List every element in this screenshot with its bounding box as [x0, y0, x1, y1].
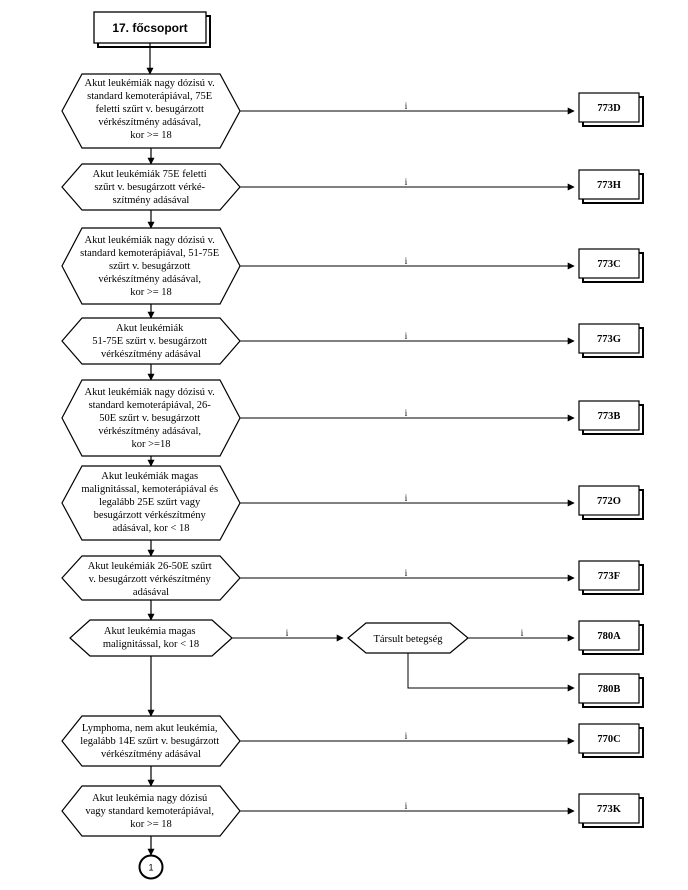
yes-label: i [405, 731, 408, 741]
decision-node: Akut leukémiák 51-75E szűrt v. besugárzo… [61, 317, 241, 365]
yes-label: i [405, 568, 408, 578]
decision-line: Akut leukémiák nagy dózisú v. [85, 78, 215, 89]
decision-text: Akut leukémiák 75E feletti szűrt v. besu… [93, 169, 210, 206]
yes-label: i [286, 628, 289, 638]
decision-node: Akut leukémia magas malignitással, kor <… [69, 619, 233, 657]
decision-text: Akut leukémia nagy dózisú vagy standard … [85, 793, 216, 830]
decision-text: Akut leukémiák nagy dózisú v. standard k… [85, 387, 218, 450]
decision-line: Akut leukémiák [116, 323, 184, 334]
result-code: 773H [597, 180, 621, 191]
decision-line: malignitással, kor < 18 [103, 639, 199, 650]
decision-node: Akut leukémiák 75E feletti szűrt v. besu… [61, 163, 241, 211]
result-code: 773C [597, 259, 620, 270]
decision-node: Akut leukémia nagy dózisú vagy standard … [61, 785, 241, 837]
decision-node: Lymphoma, nem akut leukémia, legalább 14… [61, 715, 241, 767]
decision-line: kor >=18 [132, 439, 171, 450]
title-text: 17. főcsoport [112, 21, 187, 35]
decision-line: vérkészítmény adásával [101, 749, 201, 760]
decision-node: Akut leukémiák 26-50E szűrt v. besugárzo… [61, 555, 241, 601]
decision-line: vérkészítmény adásával, [98, 426, 201, 437]
result-code: 773F [598, 571, 620, 582]
yes-label: i [405, 408, 408, 418]
decision-line: Akut leukémiák magas [101, 471, 198, 482]
result-box: 773H [578, 169, 644, 204]
decision-text: Akut leukémiák 26-50E szűrt v. besugárzo… [88, 561, 215, 598]
decision-line: Akut leukémiák 75E feletti [93, 169, 207, 180]
decision-text: Akut leukémiák nagy dózisú v. standard k… [80, 235, 222, 298]
result-box: 773D [578, 92, 644, 127]
decision-line: standard kemoterápiával, 51-75E [80, 248, 219, 259]
decision-line: adásával [133, 587, 169, 598]
decision-line: vérkészítmény adásával, [98, 274, 201, 285]
decision-line: legalább 25E szűrt vagy [99, 497, 201, 508]
decision-line: Akut leukémiák nagy dózisú v. [85, 387, 215, 398]
page-connector: 1 [138, 854, 164, 880]
decision-line: szűrt v. besugárzott [109, 261, 190, 272]
result-box: 780A [578, 620, 644, 655]
result-box: 772O [578, 485, 644, 520]
decision-line: adásával, kor < 18 [112, 523, 189, 534]
decision-line: standard kemoterápiával, 26- [89, 400, 212, 411]
yes-label: i [405, 801, 408, 811]
decision-line: 50E szűrt v. besugárzott [99, 413, 200, 424]
title-box: 17. főcsoport [93, 11, 211, 48]
result-box: 773C [578, 248, 644, 283]
decision-text: Akut leukémiák nagy dózisú v. standard k… [85, 78, 218, 141]
decision-line: kor >= 18 [130, 819, 172, 830]
yes-label: i [405, 331, 408, 341]
decision-text: Akut leukémia magas malignitással, kor <… [103, 626, 199, 650]
decision-line: vérkészítmény adásával, [98, 117, 201, 128]
decision-line: 51-75E szűrt v. besugárzott [92, 336, 207, 347]
decision-text: Lymphoma, nem akut leukémia, legalább 14… [80, 723, 222, 760]
result-box: 773K [578, 793, 644, 828]
decision-line: besugárzott vérkészítmény [94, 510, 207, 521]
decision-text: Akut leukémiák magas malignitással, kemo… [81, 471, 220, 534]
sub-decision-text: Társult betegség [373, 634, 443, 645]
result-box: 770C [578, 723, 644, 758]
result-code: 773D [597, 103, 621, 114]
decision-line: Lymphoma, nem akut leukémia, [82, 723, 218, 734]
decision-node: Akut leukémiák magas malignitással, kemo… [61, 465, 241, 541]
yes-label: i [521, 628, 524, 638]
decision-line: vagy standard kemoterápiával, [85, 806, 214, 817]
yes-label: i [405, 493, 408, 503]
decision-line: feletti szűrt v. besugárzott [96, 104, 204, 115]
result-box: 780B [578, 673, 644, 708]
decision-text: Akut leukémiák 51-75E szűrt v. besugárzo… [92, 323, 209, 360]
decision-line: malignitással, kemoterápiával és [81, 484, 218, 495]
decision-node: Akut leukémiák nagy dózisú v. standard k… [61, 73, 241, 149]
yes-label: i [405, 177, 408, 187]
decision-line: szűrt v. besugárzott vérké- [94, 182, 205, 193]
decision-line: Akut leukémia magas [104, 626, 196, 637]
yes-label: i [405, 256, 408, 266]
decision-line: standard kemoterápiával, 75E [87, 91, 212, 102]
decision-line: kor >= 18 [130, 287, 172, 298]
decision-line: Akut leukémiák 26-50E szűrt [88, 561, 212, 572]
decision-line: vérkészítmény adásával [101, 349, 201, 360]
decision-line: kor >= 18 [130, 130, 172, 141]
result-code: 780B [598, 684, 621, 695]
decision-line: v. besugárzott vérkészítmény [89, 574, 212, 585]
decision-line: szítmény adásával [113, 195, 190, 206]
result-code: 773K [597, 804, 622, 815]
connector-label: 1 [148, 863, 153, 873]
result-box: 773F [578, 560, 644, 595]
decision-line: Akut leukémiák nagy dózisú v. [85, 235, 215, 246]
result-code: 773B [598, 411, 621, 422]
decision-line: legalább 14E szűrt v. besugárzott [80, 736, 219, 747]
sub-decision-node: Társult betegség [347, 622, 469, 654]
result-box: 773G [578, 323, 644, 358]
decision-node: Akut leukémiák nagy dózisú v. standard k… [61, 379, 241, 457]
result-code: 780A [597, 631, 621, 642]
no-line [407, 653, 575, 692]
decision-node: Akut leukémiák nagy dózisú v. standard k… [61, 227, 241, 305]
result-code: 773G [597, 334, 621, 345]
decision-line: Akut leukémia nagy dózisú [92, 793, 208, 804]
yes-label: i [405, 101, 408, 111]
result-code: 770C [597, 734, 620, 745]
result-code: 772O [597, 496, 621, 507]
result-box: 773B [578, 400, 644, 435]
